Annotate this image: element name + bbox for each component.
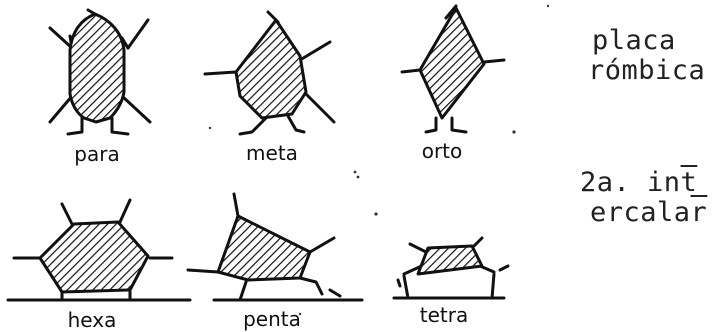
- intercalar-note: 2a. int ercalar: [580, 168, 707, 228]
- rhombic-note-line1: placa: [592, 25, 676, 56]
- intercalar-line2-main: ercala: [590, 197, 691, 228]
- scan-specks: [208, 4, 550, 316]
- orto-figure: [400, 4, 506, 134]
- intercalar-line2-marked: r: [690, 197, 708, 228]
- intercalar-line1-marked: t: [680, 167, 698, 198]
- intercalar-note-line1: 2a. int: [580, 168, 707, 198]
- hexa-label: hexa: [68, 308, 117, 332]
- intercalar-line1-main: 2a. in: [580, 167, 681, 198]
- orto-label: orto: [422, 139, 463, 163]
- hexa-figure: [6, 198, 192, 302]
- para-label: para: [74, 142, 119, 166]
- rhombic-note-line2: rómbica: [588, 55, 706, 86]
- tetra-label: tetra: [420, 303, 468, 327]
- penta-label: penta: [243, 307, 301, 331]
- meta-figure: [203, 10, 336, 136]
- meta-label: meta: [246, 141, 298, 165]
- intercalar-note-line2: ercalar: [580, 198, 707, 228]
- tetra-figure: [392, 236, 510, 300]
- rhombic-plate-note: placa rómbica: [588, 26, 705, 86]
- para-figure: [48, 8, 152, 136]
- penta-figure: [186, 192, 364, 302]
